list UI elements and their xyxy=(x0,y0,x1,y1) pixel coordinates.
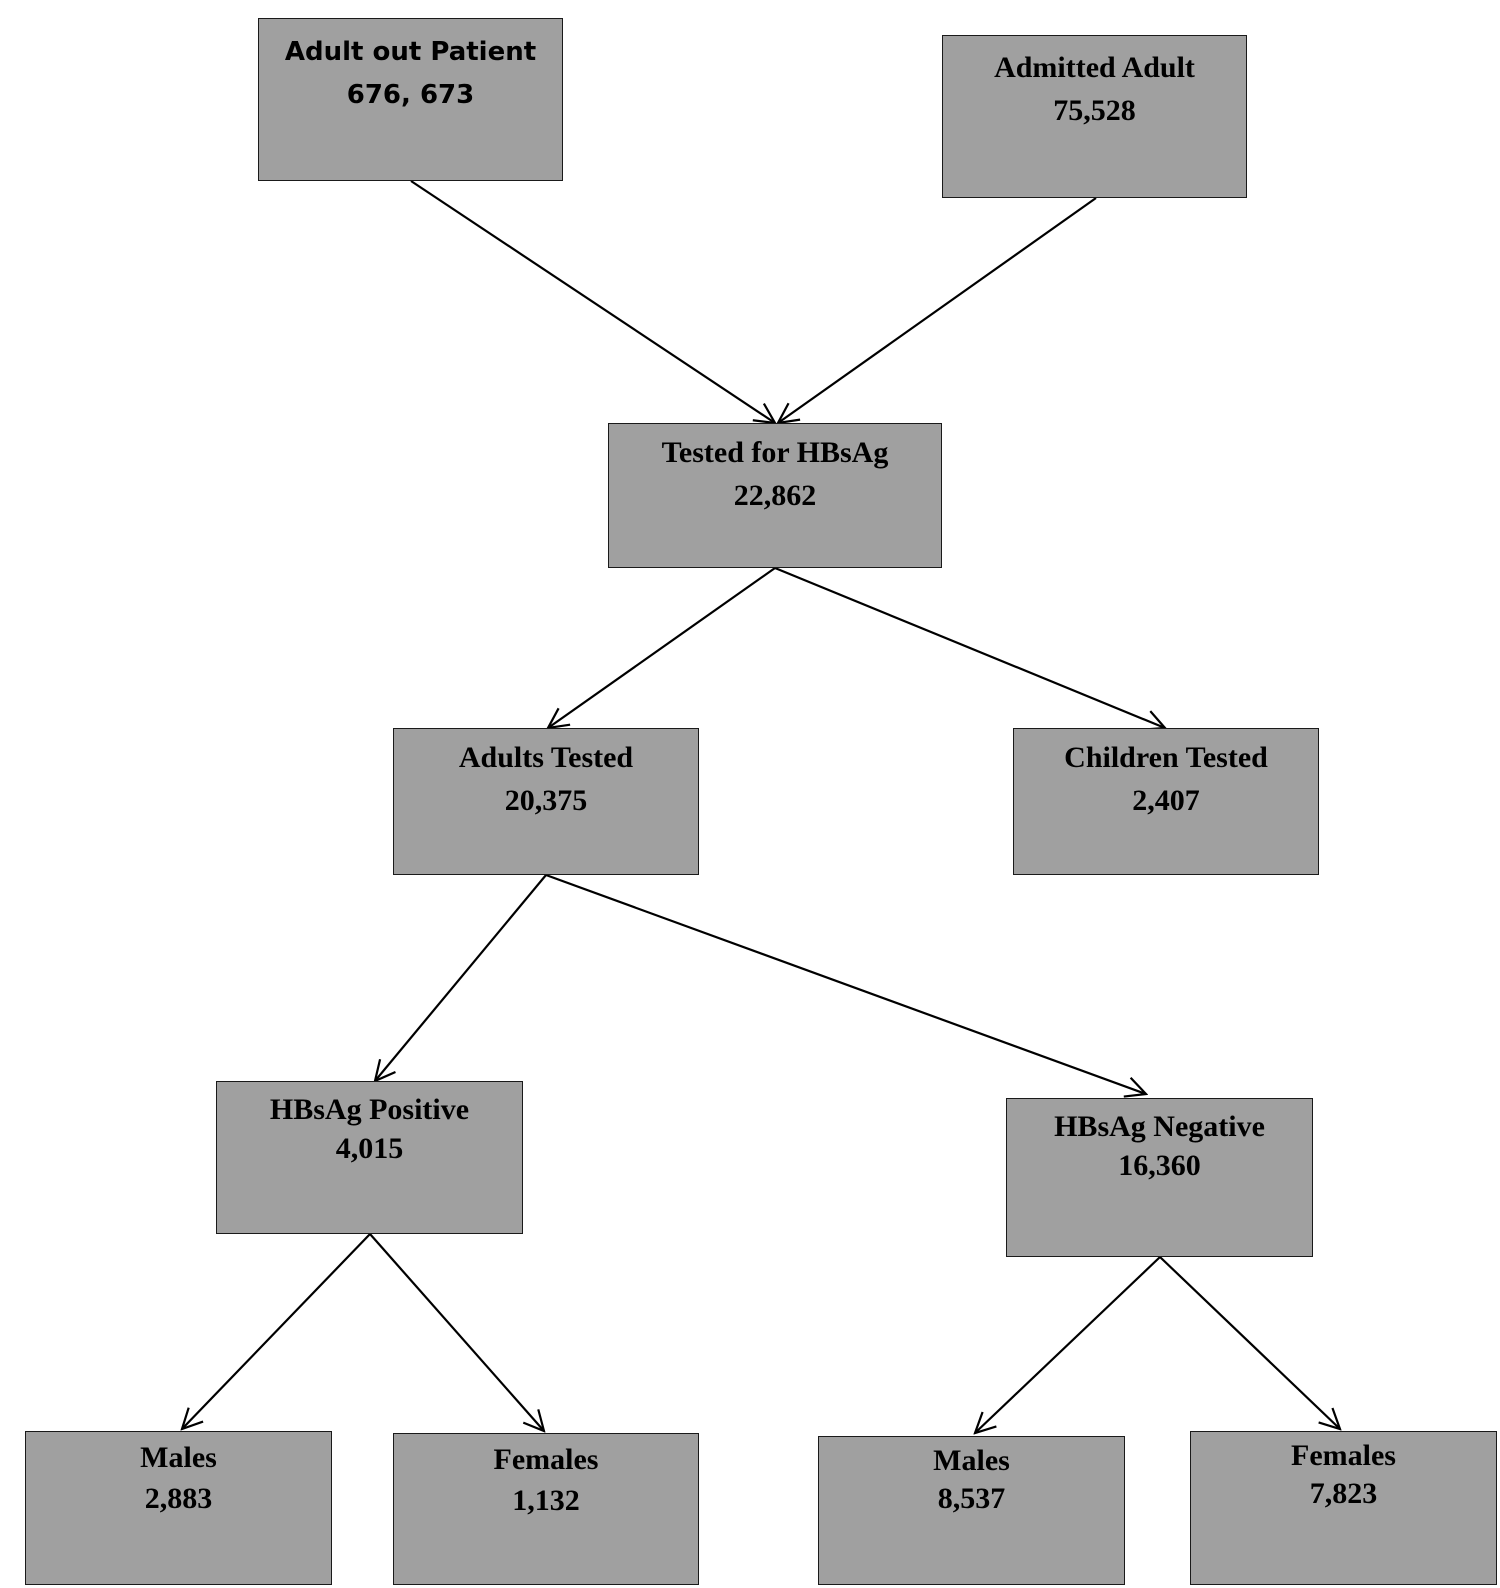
node-hbsag-negative: HBsAg Negative 16,360 xyxy=(1006,1098,1313,1257)
node-negative-females: Females 7,823 xyxy=(1190,1431,1497,1585)
arrow-positive-to-males xyxy=(182,1233,371,1429)
node-count: 2,407 xyxy=(1132,784,1200,817)
arrow-admitted-to-tested xyxy=(778,197,1097,423)
node-label: Females xyxy=(1291,1439,1396,1472)
node-count: 4,015 xyxy=(335,1132,404,1165)
node-label: Admitted Adult xyxy=(994,51,1195,84)
node-children-tested: Children Tested 2,407 xyxy=(1013,728,1319,875)
node-label: Tested for HBsAg xyxy=(661,436,889,469)
arrow-negative-to-females xyxy=(1159,1256,1340,1429)
arrow-tested-to-adults xyxy=(548,567,776,728)
node-count: 16,360 xyxy=(1118,1149,1201,1182)
arrow-tested-to-children xyxy=(774,566,1165,728)
node-count: 8,537 xyxy=(937,1482,1006,1515)
node-count: 2,883 xyxy=(144,1482,213,1515)
node-count: 1,132 xyxy=(512,1484,580,1517)
node-count: 7,823 xyxy=(1309,1477,1378,1510)
node-count: 75,528 xyxy=(1053,94,1136,127)
node-count: 22,862 xyxy=(733,479,817,512)
node-count: 676, 673 xyxy=(346,80,475,110)
node-label: Children Tested xyxy=(1064,741,1268,774)
node-adults-tested: Adults Tested 20,375 xyxy=(393,728,699,875)
node-positive-males: Males 2,883 xyxy=(25,1431,332,1585)
arrow-adults-to-positive xyxy=(375,874,547,1081)
node-label: HBsAg Positive xyxy=(269,1093,470,1126)
node-admitted-adult: Admitted Adult 75,528 xyxy=(942,35,1247,198)
arrow-negative-to-males xyxy=(975,1256,1161,1433)
node-label: Females xyxy=(493,1443,599,1476)
node-label: HBsAg Negative xyxy=(1054,1110,1265,1143)
node-negative-males: Males 8,537 xyxy=(818,1436,1125,1585)
arrow-outpatient-to-tested xyxy=(410,180,775,423)
node-hbsag-positive: HBsAg Positive 4,015 xyxy=(216,1081,523,1234)
node-label: Adults Tested xyxy=(458,741,634,774)
arrow-positive-to-females xyxy=(369,1233,544,1431)
arrow-adults-to-negative xyxy=(545,873,1146,1094)
node-count: 20,375 xyxy=(504,784,588,817)
node-label: Adult out Patient xyxy=(284,37,537,67)
node-label: Males xyxy=(933,1444,1010,1477)
node-adult-out-patient: Adult out Patient 676, 673 xyxy=(258,18,563,181)
node-positive-females: Females 1,132 xyxy=(393,1433,699,1585)
node-tested-for-hbsag: Tested for HBsAg 22,862 xyxy=(608,423,942,568)
node-label: Males xyxy=(140,1441,217,1474)
